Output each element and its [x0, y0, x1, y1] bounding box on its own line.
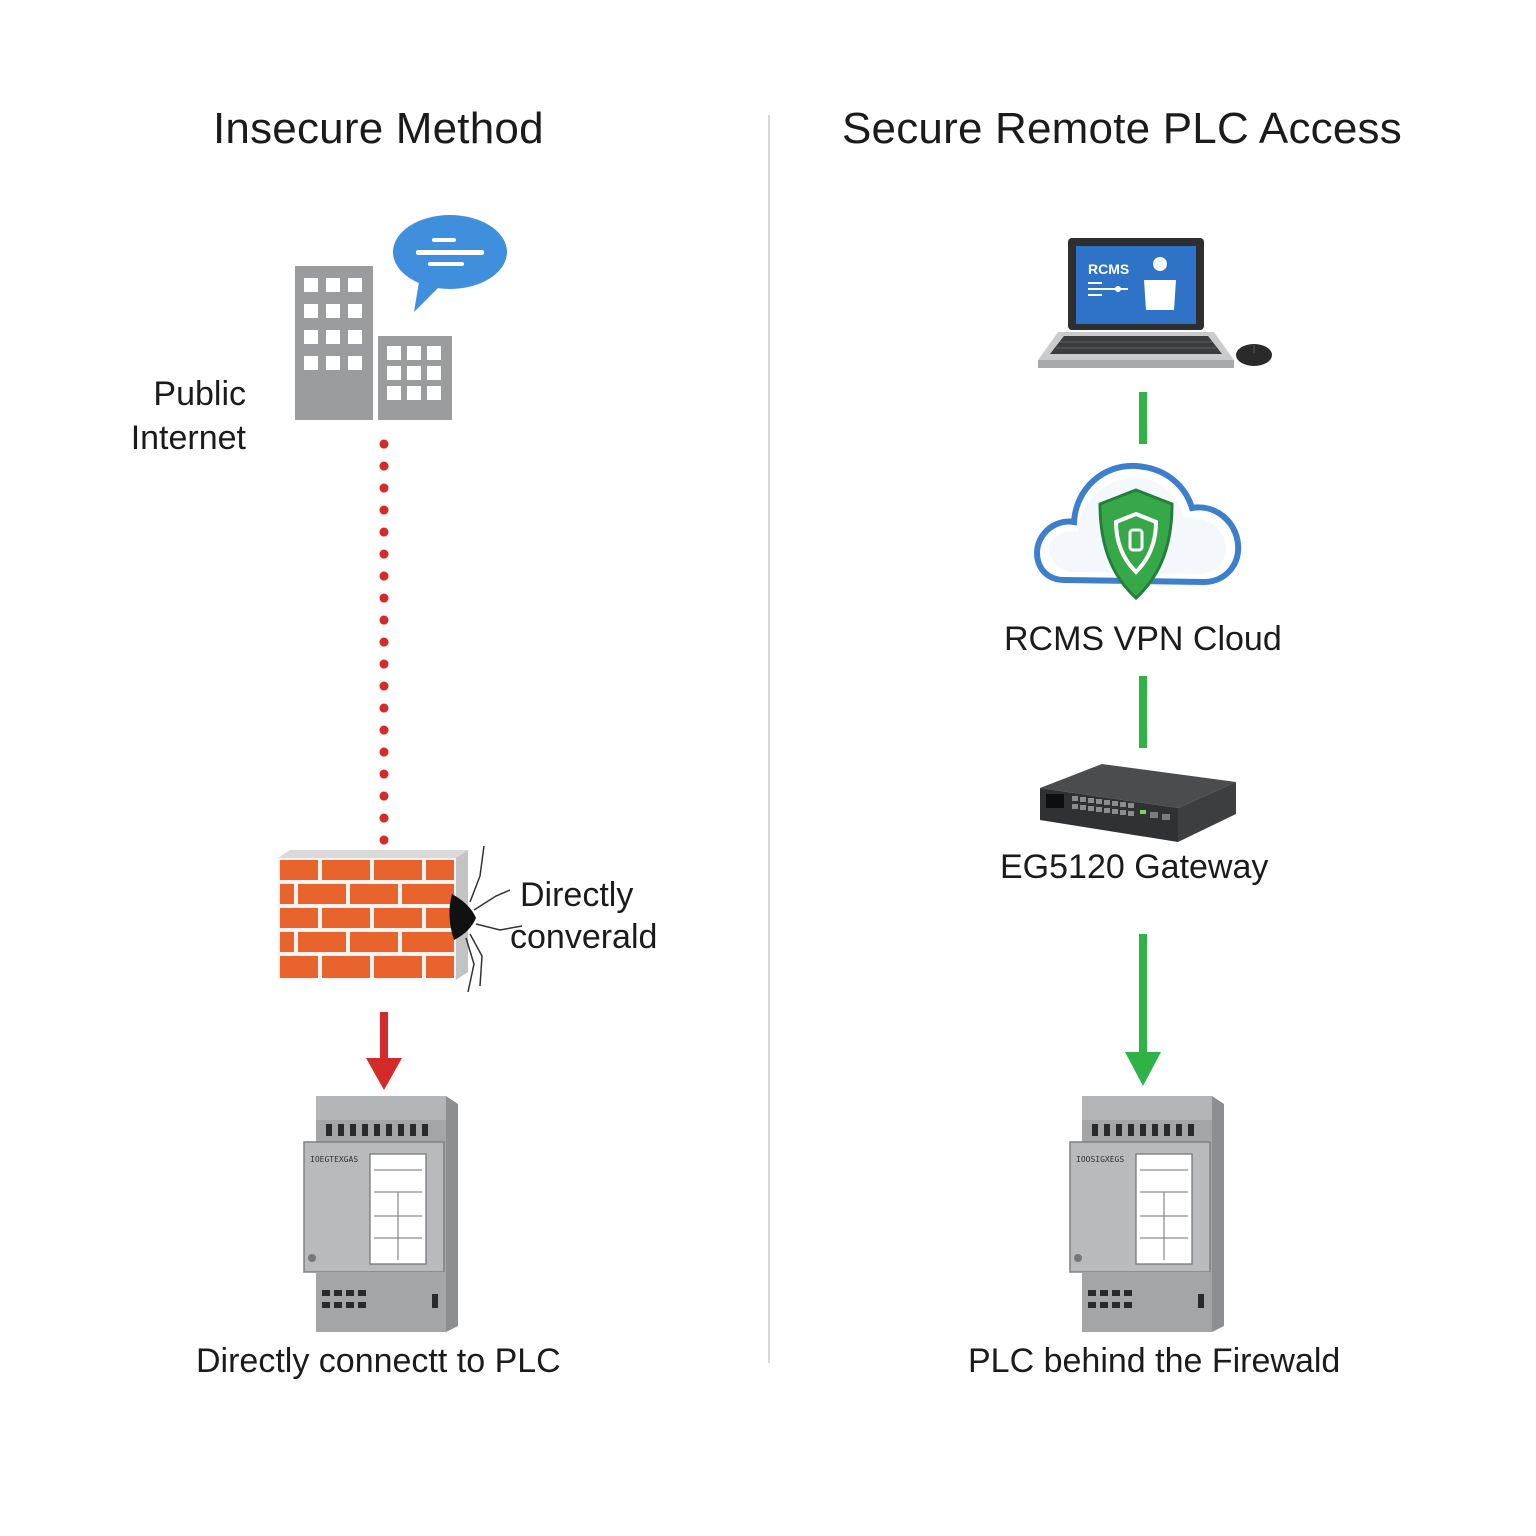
office-building-icon: [295, 266, 452, 420]
secure-link-segment: [1139, 676, 1147, 748]
eg5120-gateway-label: EG5120 Gateway: [1000, 848, 1269, 886]
panel-divider: [768, 115, 770, 1363]
insecure-arrow-down-icon: [366, 1012, 402, 1090]
insecure-dotted-link: [379, 439, 389, 847]
left-plc-label: Directly connectt to PLC: [196, 1342, 561, 1380]
firewall-breach-label-line1: Directly: [520, 876, 634, 914]
secure-arrow-down-icon: [1125, 934, 1161, 1086]
laptop-icon: RCMS: [1038, 238, 1234, 368]
plc-device-icon: IOOSIGXEGS: [1069, 1096, 1224, 1332]
brick-firewall-icon: [278, 845, 523, 993]
plc-device-icon: IOEGTEXGAS: [303, 1096, 458, 1332]
laptop-screen-text: RCMS: [1088, 261, 1129, 277]
rcms-vpn-cloud-label: RCMS VPN Cloud: [1004, 620, 1282, 658]
firewall-breach-label-line2: converald: [510, 918, 658, 956]
public-internet-label-line2: Internet: [130, 419, 246, 457]
cloud-shield-icon: [1034, 462, 1242, 601]
firewall-breach-label: Directly converald: [510, 874, 657, 958]
secure-link-segment: [1139, 392, 1147, 444]
insecure-method-title: Insecure Method: [213, 104, 544, 153]
public-internet-label-line1: Public: [153, 375, 246, 413]
network-gateway-icon: [1040, 764, 1236, 842]
chat-bubble-icon: [393, 215, 507, 312]
left-plc-model-text: IOEGTEXGAS: [310, 1155, 358, 1164]
right-plc-label: PLC behind the Firewald: [968, 1342, 1341, 1380]
public-internet-label: Public Internet: [118, 372, 246, 460]
mouse-icon: [1236, 344, 1272, 366]
secure-access-title: Secure Remote PLC Access: [842, 104, 1402, 153]
right-plc-model-text: IOOSIGXEGS: [1076, 1155, 1124, 1164]
